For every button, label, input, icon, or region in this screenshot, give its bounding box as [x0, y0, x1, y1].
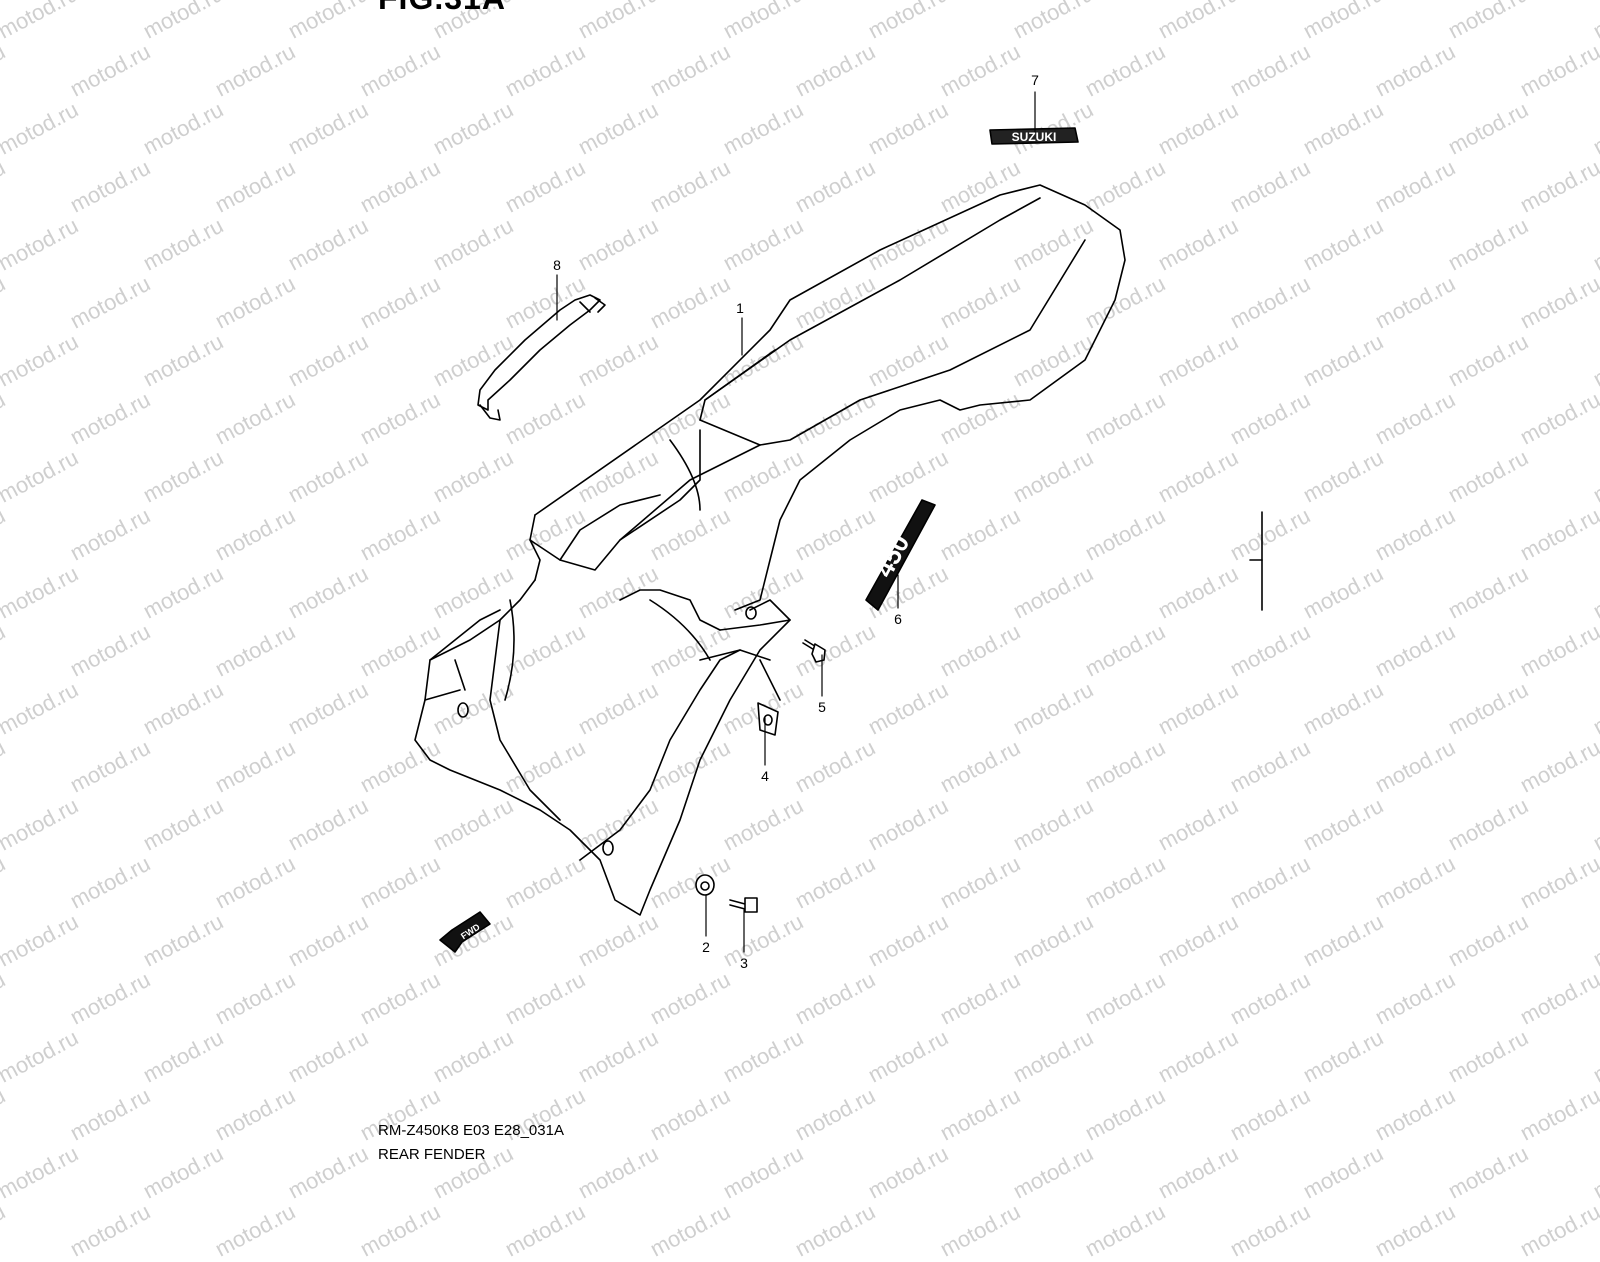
suzuki-emblem-text: SUZUKI	[1012, 130, 1057, 144]
model-code: RM-Z450K8 E03 E28_031A	[378, 1122, 564, 1139]
watermark-text: motod.ru	[1515, 1198, 1600, 1262]
watermark-text: motod.ru	[935, 1198, 1025, 1262]
watermark-text: motod.ru	[790, 1198, 880, 1262]
callout-2: 2	[702, 939, 710, 955]
rear-fender-part-1[interactable]	[414, 184, 1126, 916]
collar-part-2[interactable]	[695, 874, 715, 896]
callout-7: 7	[1031, 72, 1039, 88]
screw-part-3[interactable]	[729, 897, 758, 913]
decal-450-part-6[interactable]: 450	[865, 499, 936, 611]
callout-6: 6	[894, 611, 902, 627]
callout-3: 3	[740, 955, 748, 971]
watermark-text: motod.ru	[1370, 1198, 1460, 1262]
watermark-text: motod.ru	[500, 1198, 590, 1262]
watermark-text: motod.ru	[210, 1198, 300, 1262]
callout-leaders	[556, 91, 1036, 953]
watermark-text: motod.ru	[355, 1198, 445, 1262]
parts-diagram: SUZUKI 450 FWD	[414, 72, 1263, 971]
nut-part-4[interactable]	[757, 702, 779, 736]
callout-8: 8	[553, 257, 561, 273]
callout-4: 4	[761, 768, 769, 784]
watermark-text: motod.ru	[645, 1198, 735, 1262]
watermark-text: motod.ru	[0, 1198, 10, 1262]
fender-stay-part-8[interactable]	[477, 294, 606, 421]
fwd-direction-arrow: FWD	[439, 911, 491, 953]
page-edge-mark	[1249, 511, 1263, 611]
callout-1: 1	[736, 300, 744, 316]
watermark-text: motod.ru	[65, 1198, 155, 1262]
callout-5: 5	[818, 699, 826, 715]
watermark-text: motod.ru	[1080, 1198, 1170, 1262]
figure-title: FIG.31A	[378, 0, 506, 17]
suzuki-emblem-part-7[interactable]: SUZUKI	[989, 127, 1079, 145]
figure-name: REAR FENDER	[378, 1146, 486, 1163]
watermark-text: motod.ru	[1225, 1198, 1315, 1262]
